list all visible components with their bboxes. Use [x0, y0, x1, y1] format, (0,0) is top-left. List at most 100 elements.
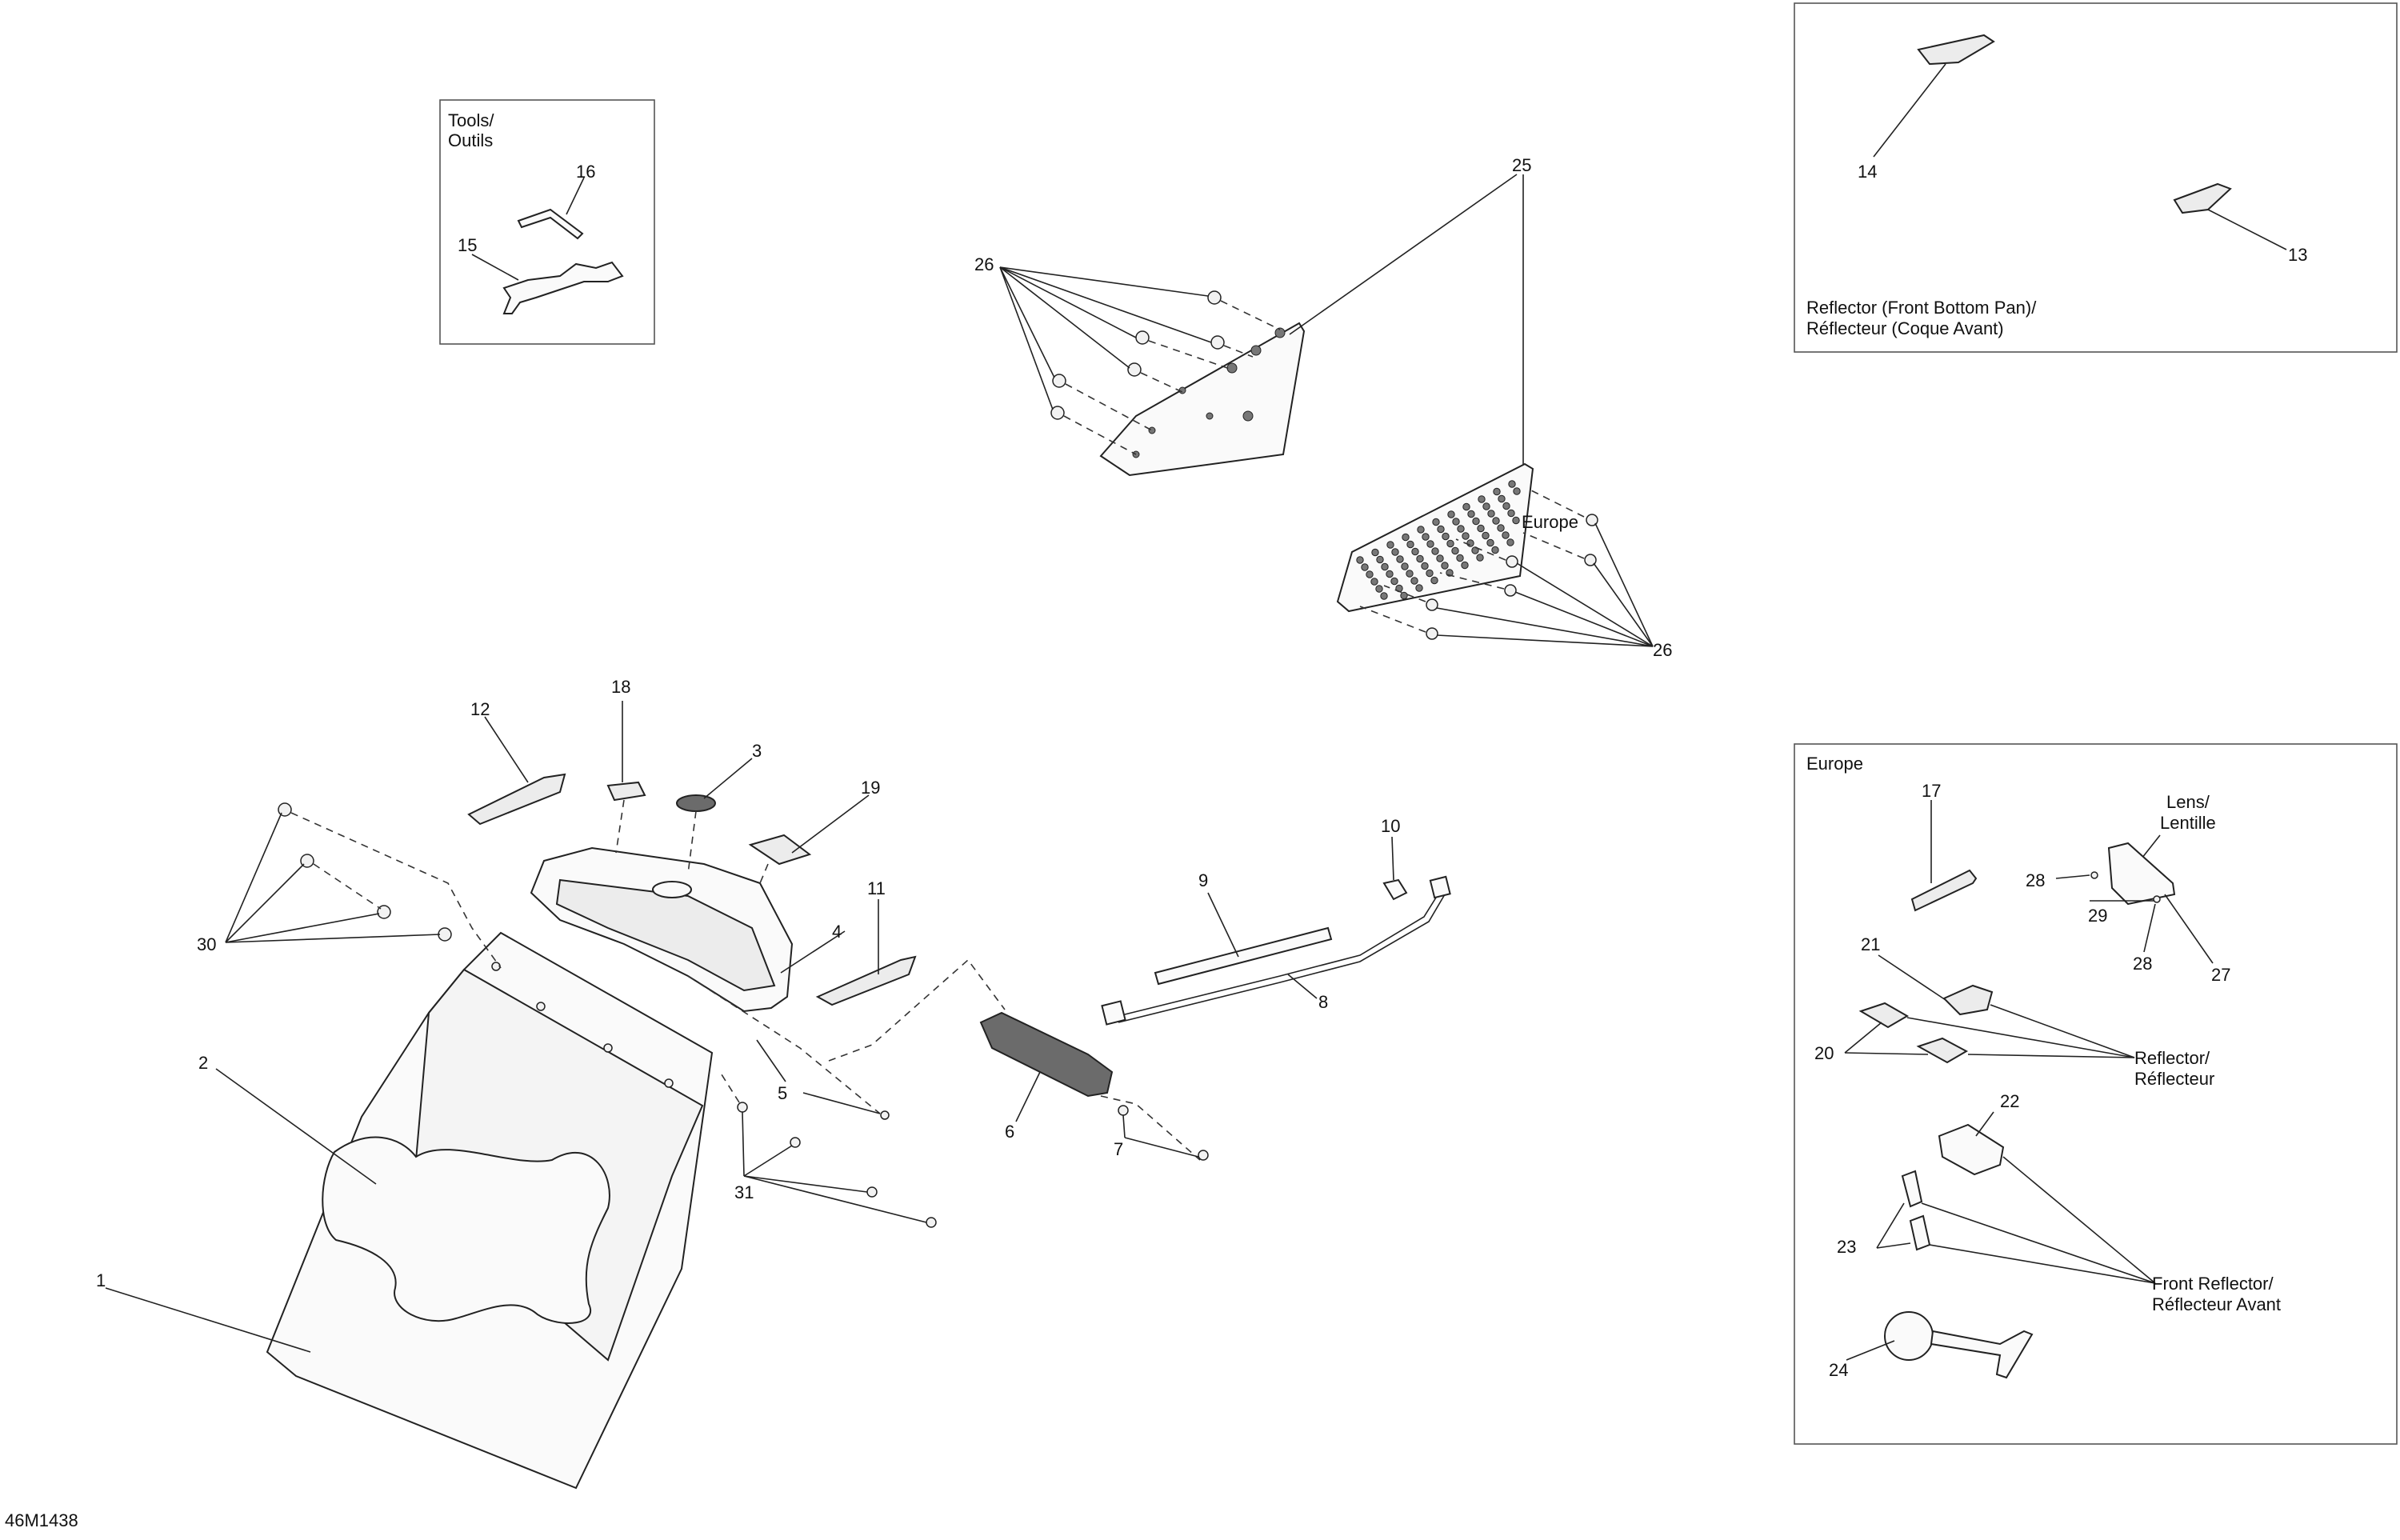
decal-18-icon — [606, 781, 646, 802]
perforation-hole — [1381, 562, 1389, 571]
perforation-hole — [1497, 524, 1505, 532]
perforation-hole — [1492, 517, 1500, 525]
part-number-16: 16 — [576, 162, 595, 182]
perforation-hole — [1402, 533, 1410, 542]
rear-plate-upper: 26 — [974, 254, 1306, 477]
reflector-20a-icon — [1858, 1002, 1909, 1029]
clip-23a-icon — [1901, 1170, 1923, 1208]
perforation-hole — [1452, 518, 1460, 526]
reflector-label-line1: Reflector/ — [2134, 1048, 2210, 1068]
perforation-hole — [1386, 541, 1394, 549]
perforation-hole — [1482, 502, 1490, 510]
perforation-hole — [1371, 548, 1379, 557]
taillight-6: 6 7 — [828, 958, 1209, 1161]
perforation-hole — [1466, 539, 1474, 547]
tool-24-shaft-icon — [1930, 1330, 2034, 1379]
part-number-27: 27 — [2211, 965, 2230, 985]
perforation-hole — [1512, 516, 1520, 525]
perforation-hole — [1396, 555, 1404, 563]
perforation-hole — [1430, 576, 1438, 585]
decal-19-icon — [748, 834, 812, 866]
perforation-hole — [1451, 546, 1459, 555]
perforation-hole — [1415, 584, 1423, 592]
part-number-28-bottom: 28 — [2133, 954, 2152, 974]
reflector-13-icon — [2173, 182, 2232, 214]
part-number-13: 13 — [2288, 245, 2307, 265]
perforation-hole — [1436, 554, 1444, 562]
perforation-hole — [1400, 591, 1408, 600]
reflector-box-title-line1: Reflector (Front Bottom Pan)/ — [1806, 298, 2037, 318]
perforation-hole — [1390, 577, 1398, 586]
lens-label-line1: Lens/ — [2166, 792, 2210, 812]
perforation-hole — [1446, 539, 1454, 548]
perforation-hole — [1391, 548, 1399, 556]
part-number-23: 23 — [1837, 1237, 1856, 1257]
part-number-29: 29 — [2088, 906, 2107, 926]
reflector-label-line2: Réflecteur — [2134, 1069, 2214, 1089]
perforation-hole — [1457, 525, 1465, 533]
reflector-front-bottom-pan-box: 14 13 Reflector (Front Bottom Pan)/ Réfl… — [1794, 2, 2398, 353]
fasteners-30: 30 — [197, 802, 502, 969]
perforation-hole — [1513, 487, 1521, 495]
decal-11-icon — [815, 955, 917, 1006]
tools-title-line1: Tools/ — [448, 110, 494, 130]
perforation-hole — [1366, 570, 1374, 578]
connector-10-icon — [1382, 878, 1408, 901]
part-number-20: 20 — [1814, 1043, 1834, 1063]
fasteners-31: 31 — [719, 1071, 937, 1228]
part-number-7: 7 — [1114, 1139, 1123, 1159]
perforation-hole — [1472, 517, 1480, 526]
perforation-hole — [1386, 570, 1394, 578]
reflector-21-icon — [1942, 984, 1994, 1016]
perforation-hole — [1462, 502, 1470, 511]
part-number-18: 18 — [611, 677, 630, 697]
perforation-hole — [1380, 592, 1388, 600]
reflector-box-title-line2: Réflecteur (Coque Avant) — [1806, 318, 2004, 338]
plate-europe-label: Europe — [1522, 512, 1578, 532]
europe-box: Europe 17 Lens/ Lentille 27 28 28 29 21 … — [1794, 743, 2398, 1445]
part-number-4: 4 — [832, 922, 842, 942]
perforation-hole — [1441, 562, 1449, 570]
rear-plate-lower-europe: Europe 26 — [1336, 462, 1672, 660]
perforation-hole — [1456, 554, 1464, 562]
part-number-19: 19 — [861, 778, 880, 798]
perforation-hole — [1375, 585, 1383, 593]
part-number-25: 25 — [1512, 155, 1531, 175]
part-number-31: 31 — [734, 1182, 754, 1202]
europe-box-title: Europe — [1806, 754, 1863, 774]
perforation-hole — [1498, 494, 1506, 503]
perforation-hole — [1478, 495, 1486, 503]
perforation-hole — [1422, 533, 1430, 541]
perforation-hole — [1406, 570, 1414, 578]
perforation-hole — [1502, 502, 1510, 510]
tool-15-icon — [502, 261, 624, 314]
perforation-hole — [1411, 547, 1419, 556]
part-number-9: 9 — [1198, 870, 1208, 890]
part-number-14: 14 — [1858, 162, 1877, 182]
perforation-hole — [1447, 510, 1455, 518]
snowflap-assembly: 2 1 — [96, 931, 714, 1490]
perforation-hole — [1508, 480, 1516, 488]
part-number-24: 24 — [1829, 1360, 1848, 1380]
perforation-hole — [1401, 562, 1409, 570]
perforation-hole — [1471, 546, 1479, 554]
perforation-hole — [1356, 556, 1364, 564]
part-number-17: 17 — [1922, 781, 1941, 801]
reflector-20b-icon — [1916, 1037, 1969, 1064]
part-number-10: 10 — [1381, 816, 1400, 836]
plate-perforations — [1356, 480, 1521, 600]
front-reflector-label-line1: Front Reflector/ — [2152, 1274, 2274, 1294]
taillight-housing-4: 4 — [530, 846, 846, 1013]
reflector-14-icon — [1917, 34, 1995, 66]
perforation-hole — [1467, 510, 1475, 518]
perforation-hole — [1416, 554, 1424, 563]
perforation-hole — [1417, 526, 1425, 534]
part-number-21: 21 — [1861, 934, 1880, 954]
perforation-hole — [1507, 509, 1515, 518]
part-number-22: 22 — [2000, 1091, 2019, 1111]
perforation-hole — [1476, 554, 1484, 562]
perforation-hole — [1426, 540, 1434, 548]
part-number-5: 5 — [778, 1083, 787, 1103]
part-number-6: 6 — [1005, 1122, 1014, 1142]
perforation-hole — [1370, 578, 1378, 586]
